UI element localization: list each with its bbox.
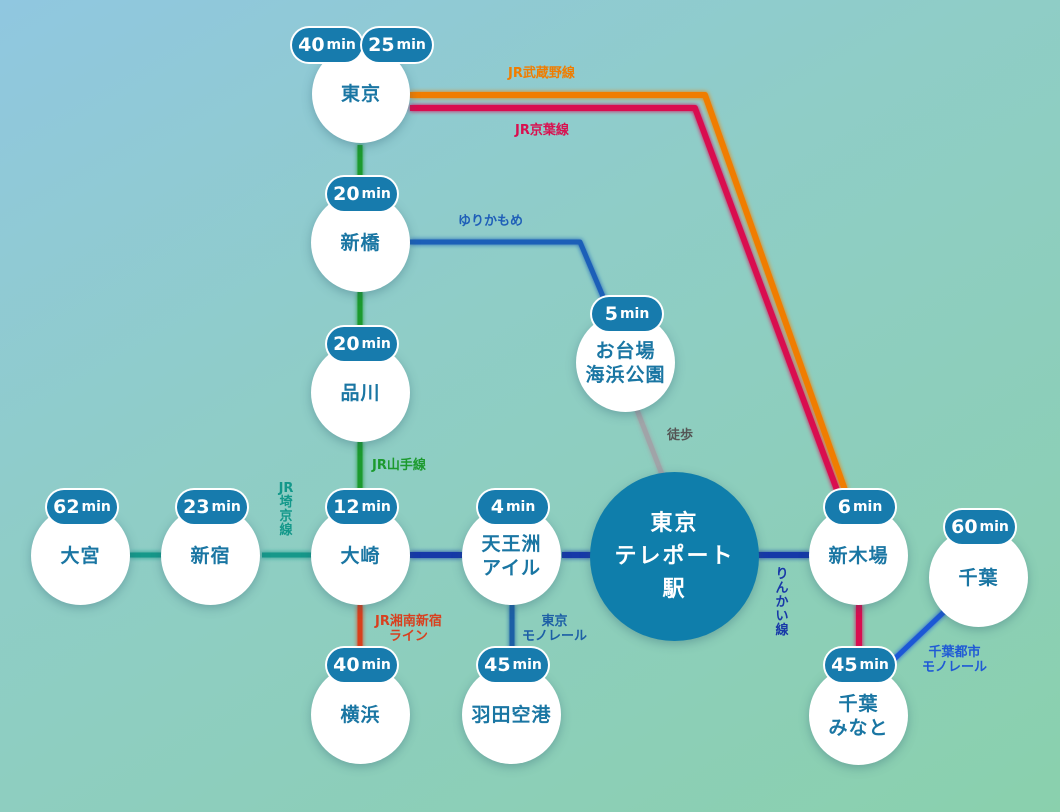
- station-name: 羽田空港: [471, 703, 552, 726]
- station-name: お台場 海浜公園: [585, 339, 666, 386]
- station-name: 東京: [340, 83, 381, 105]
- station-name: 東京 テレポート 駅: [614, 511, 735, 602]
- line-walk: [634, 409, 666, 478]
- station-name: 大崎: [340, 544, 381, 567]
- label-jr-keiyo: JR京葉線: [515, 123, 569, 138]
- station-name: 天王洲 アイル: [481, 532, 542, 579]
- label-jr-saikyo: JR埼京線: [278, 481, 294, 538]
- label-walk: 徒歩: [667, 428, 694, 443]
- station-name: 新木場: [828, 544, 889, 567]
- station-chiba[interactable]: 千葉: [929, 528, 1028, 627]
- station-name: 新宿: [190, 544, 231, 567]
- line-jr-keiyo: [410, 105, 840, 492]
- label-jr-shonan-shinjuku: JR湘南新宿 ライン: [375, 614, 442, 644]
- station-name: 横浜: [340, 703, 381, 726]
- station-name: 品川: [340, 381, 381, 404]
- label-jr-yamanote: JR山手線: [372, 458, 426, 473]
- station-name: 千葉 みなと: [828, 692, 889, 739]
- station-chiba-minato[interactable]: 千葉 みなと: [809, 666, 908, 765]
- label-yurikamome: ゆりかもめ: [458, 214, 524, 229]
- station-name: 千葉: [958, 566, 999, 589]
- station-tokyo-teleport[interactable]: 東京 テレポート 駅: [590, 472, 759, 641]
- line-yurikamome: [410, 239, 618, 326]
- station-name: 新橋: [340, 231, 381, 254]
- label-chiba-monorail: 千葉都市 モノレール: [922, 645, 988, 675]
- station-tennozu-isle[interactable]: 天王洲 アイル: [462, 506, 561, 605]
- label-jr-musashino: JR武蔵野線: [508, 66, 575, 81]
- line-jr-musashino: [410, 92, 848, 492]
- line-chiba-monorail: [886, 608, 948, 667]
- station-name: 大宮: [60, 544, 101, 567]
- station-shinjuku[interactable]: 新宿: [161, 506, 260, 605]
- label-tokyo-monorail: 東京 モノレール: [522, 614, 588, 644]
- label-rinkai: りんかい線: [775, 567, 789, 638]
